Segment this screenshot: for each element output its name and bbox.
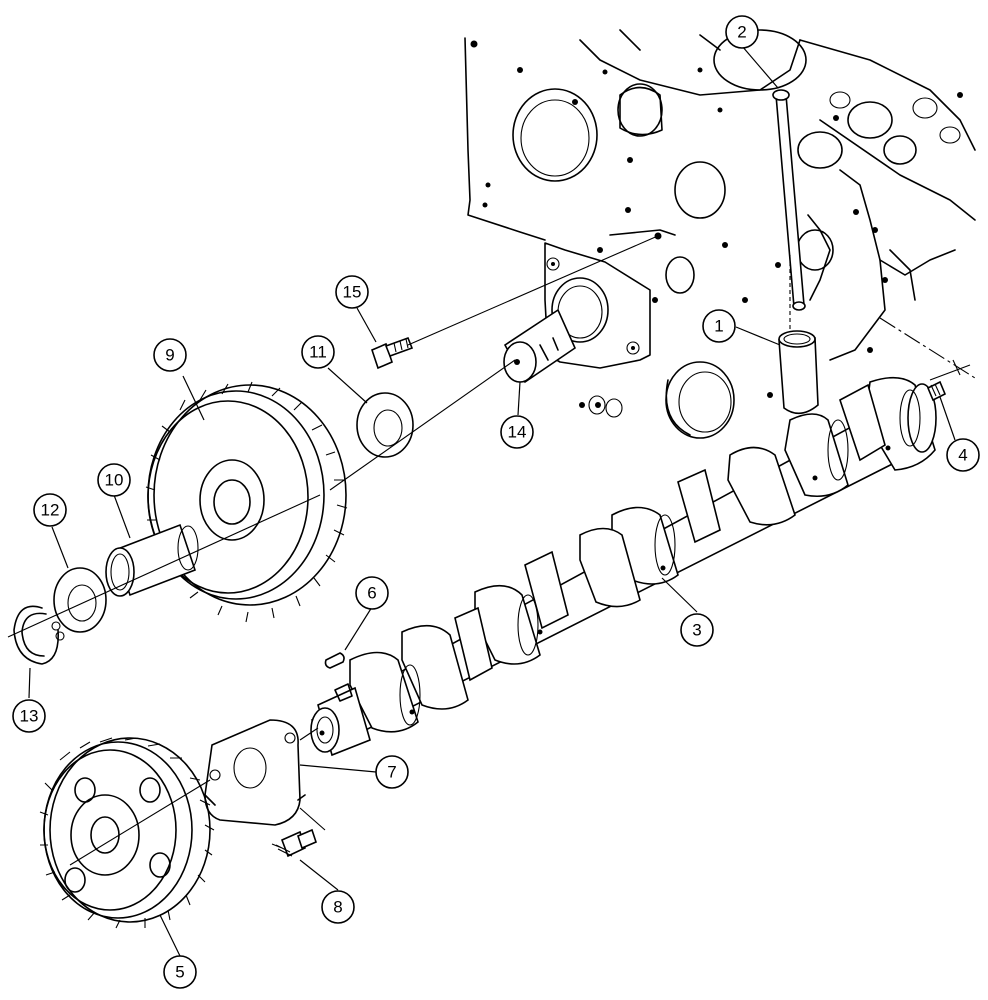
svg-text:15: 15 bbox=[343, 283, 362, 302]
push-rod bbox=[772, 89, 806, 311]
assembly-lines bbox=[7, 234, 971, 866]
svg-text:4: 4 bbox=[958, 446, 967, 465]
crank-gear bbox=[39, 737, 215, 929]
callout-9: 9 bbox=[153, 338, 187, 372]
svg-text:8: 8 bbox=[333, 898, 342, 917]
washer bbox=[356, 392, 414, 458]
callout-10: 10 bbox=[97, 463, 131, 497]
svg-text:2: 2 bbox=[737, 23, 746, 42]
svg-text:1: 1 bbox=[714, 317, 723, 336]
svg-text:3: 3 bbox=[692, 621, 701, 640]
cam-gear bbox=[145, 381, 348, 623]
snap-ring bbox=[13, 605, 65, 665]
callout-2: 2 bbox=[725, 15, 759, 49]
housing-bolt bbox=[371, 336, 414, 370]
camshaft-thrust-housing bbox=[503, 242, 651, 384]
svg-text:5: 5 bbox=[175, 963, 184, 982]
callout-15: 15 bbox=[335, 275, 369, 309]
callout-14: 14 bbox=[500, 415, 534, 449]
svg-text:10: 10 bbox=[105, 471, 124, 490]
svg-text:7: 7 bbox=[387, 763, 396, 782]
callout-8: 8 bbox=[321, 890, 355, 924]
callout-4: 4 bbox=[946, 438, 980, 472]
bushing bbox=[105, 523, 199, 597]
callout-11: 11 bbox=[301, 335, 335, 369]
camshaft-lobes bbox=[349, 376, 937, 733]
leader-lines bbox=[28, 45, 956, 957]
engine-block bbox=[464, 29, 976, 439]
svg-text:11: 11 bbox=[309, 343, 327, 362]
svg-text:12: 12 bbox=[41, 501, 60, 520]
svg-text:13: 13 bbox=[20, 707, 39, 726]
camshaft-plug bbox=[926, 380, 947, 402]
callout-6: 6 bbox=[355, 576, 389, 610]
callout-3: 3 bbox=[680, 613, 714, 647]
callout-1: 1 bbox=[702, 309, 736, 343]
woodruff-key bbox=[324, 652, 345, 669]
camshaft bbox=[310, 376, 937, 757]
spacer bbox=[53, 567, 107, 633]
callout-7: 7 bbox=[375, 755, 409, 789]
svg-text:14: 14 bbox=[508, 423, 527, 442]
svg-text:6: 6 bbox=[367, 584, 376, 603]
svg-text:9: 9 bbox=[165, 346, 174, 365]
tappet bbox=[778, 330, 819, 415]
callout-12: 12 bbox=[33, 493, 67, 527]
thrust-plate-bolt bbox=[271, 828, 317, 858]
callout-5: 5 bbox=[163, 955, 197, 989]
callout-13: 13 bbox=[12, 699, 46, 733]
thrust-plate bbox=[204, 719, 306, 826]
